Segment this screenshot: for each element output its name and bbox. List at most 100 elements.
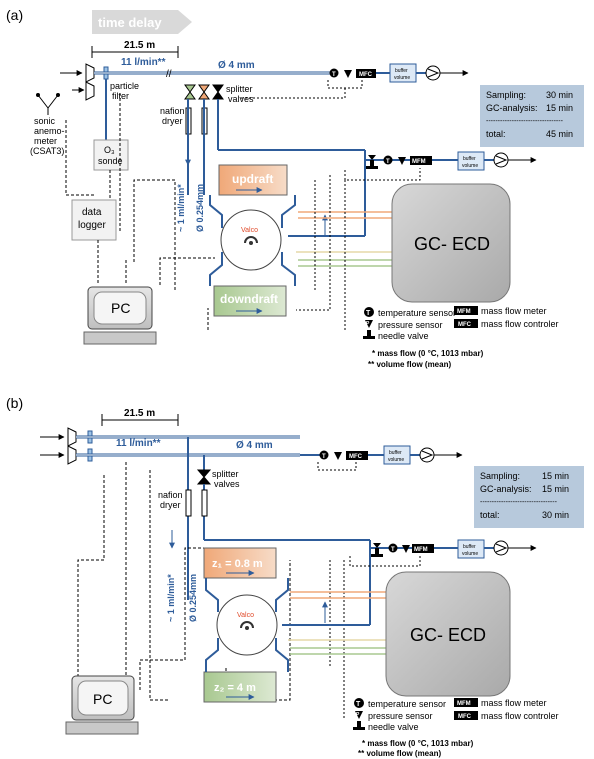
legend-mfm: mass flow meter [481,306,547,316]
svg-text:T: T [386,159,390,165]
b-legend-mfm-key: MFM [457,701,471,707]
legend-mfc: mass flow controler [481,319,559,329]
b-inlet-flow-label: 11 l/min** [116,438,161,449]
b-gc-analysis-label: GC-analysis: [480,484,532,494]
distance-label: 21.5 m [124,40,155,51]
buffer-label-2: volume [394,75,410,81]
diam-small-label: Ø 0.254mm [195,184,205,232]
b-splitter-label-1: splitter [212,469,239,479]
svg-text:T: T [322,454,326,460]
sonic-anemometer-icon [36,93,60,115]
splitter-valves [184,84,224,100]
b-legend-note-1: * mass flow (0 °C, 1013 mbar) [362,739,474,748]
mfc-label: MFC [359,72,373,78]
updraft-label: updraft [232,172,273,186]
b-legend-mfc-key: MFC [458,714,472,720]
b-sampling-label: Sampling: [480,471,520,481]
b-legend-mfc: mass flow controler [481,711,559,721]
legend-note-1: * mass flow (0 °C, 1013 mbar) [372,349,484,358]
o3-sonde-box [93,139,129,171]
sonic-label-3: meter [34,136,57,146]
nafion-label-1: nafion [160,106,185,116]
legend-t-icon: T [366,310,371,317]
valco-label: Valco [241,227,258,234]
data-logger-box [71,199,117,241]
temperature-sensor-icon [329,68,339,78]
b-buffer-label-1: buffer [389,450,402,456]
nafion-label-2: dryer [162,116,183,126]
pc-label: PC [111,300,130,316]
legend-needle: needle valve [378,331,429,341]
b-pc-label: PC [93,691,112,707]
inlet-flow-label: 11 l/min** [121,57,166,68]
svg-text:T: T [391,547,395,553]
gc-label: GC- ECD [414,234,490,254]
b-total-label: total: [480,510,500,520]
particle-filter-label-1: particle [110,81,139,91]
b-tube-diameter-label: Ø 4 mm [236,440,273,451]
b-nafion-label-2: dryer [160,500,181,510]
gc-ecd-box [391,183,511,303]
b-legend-p-icon: P [356,712,360,718]
sonic-label-1: sonic [34,116,56,126]
gc-analysis-value: 15 min [546,103,573,113]
sonic-label-4: (CSAT3) [30,146,64,156]
b-legend-note-2: ** volume flow (mean) [358,749,441,758]
mfm-box [410,156,432,165]
timing-dashes: --------------------------------- [486,118,564,125]
b-legend-temp: temperature sensor [368,699,446,709]
b-buffer2-label-2: volume [462,551,478,557]
b-gc-analysis-value: 15 min [542,484,569,494]
sampling-label: Sampling: [486,90,526,100]
splitter-label-1: splitter [226,84,253,94]
legend-p-icon: P [366,321,370,327]
b-valco-label: Valco [237,612,254,619]
valco-rotor-icon [244,236,258,244]
b-buffer2-label-1: buffer [463,544,476,550]
logger-label-2: logger [78,220,106,231]
panel-b: (b) 21.5 m 11 l/min** Ø 4 mm splitter va… [6,395,584,758]
logger-label-1: data [82,207,102,218]
pressure-sensor-icon [344,70,352,78]
sampling-value: 30 min [546,90,573,100]
legend-a: T temperature sensor P pressure sensor n… [363,306,559,369]
timing-box [480,85,584,147]
legend-b: T temperature sensor P pressure sensor n… [353,698,559,758]
b-nafion-label-1: nafion [158,490,183,500]
b-diam-small-label: Ø 0.254mm [188,574,198,622]
inlet-funnel-icon [85,63,95,83]
splitter-label-2: valves [228,94,254,104]
time-delay-banner [92,10,192,34]
b-mfm-label: MFM [414,547,428,553]
legend-mfm-key: MFM [457,309,471,315]
particle-filter-label-2: filter [112,91,129,101]
b-total-value: 30 min [542,510,569,520]
b-gc-label: GC- ECD [410,625,486,645]
legend-mfc-key: MFC [458,322,472,328]
b-splitter-label-2: valves [214,479,240,489]
b-timing-box [474,466,584,528]
panel-a: (a) time delay 21.5 m 11 l/min** Ø 4 mm … [6,7,584,369]
needle-valve-icon [366,155,378,169]
gc-analysis-label: GC-analysis: [486,103,538,113]
o3-label-2: sonde [98,156,123,166]
buffer2-label-1: buffer [463,156,476,162]
buffer2-label-2: volume [462,163,478,169]
valco-valve [220,209,282,271]
b-legend-t-icon: T [356,701,361,708]
total-value: 45 min [546,129,573,139]
legend-temp: temperature sensor [378,308,456,318]
svg-text:T: T [332,72,336,78]
pc-monitor [83,286,157,345]
panel-a-label: (a) [6,7,23,23]
svg-text://: // [166,69,172,80]
b-sampling-value: 15 min [542,471,569,481]
b-mfc-label: MFC [349,454,363,460]
time-delay-label: time delay [98,15,162,30]
o3-label-1: O₃ [104,145,115,155]
legend-note-2: ** volume flow (mean) [368,360,451,369]
downdraft-label: downdraft [220,292,278,306]
buffer-label-1: buffer [395,68,408,74]
b-timing-dashes: --------------------------------- [480,499,558,506]
